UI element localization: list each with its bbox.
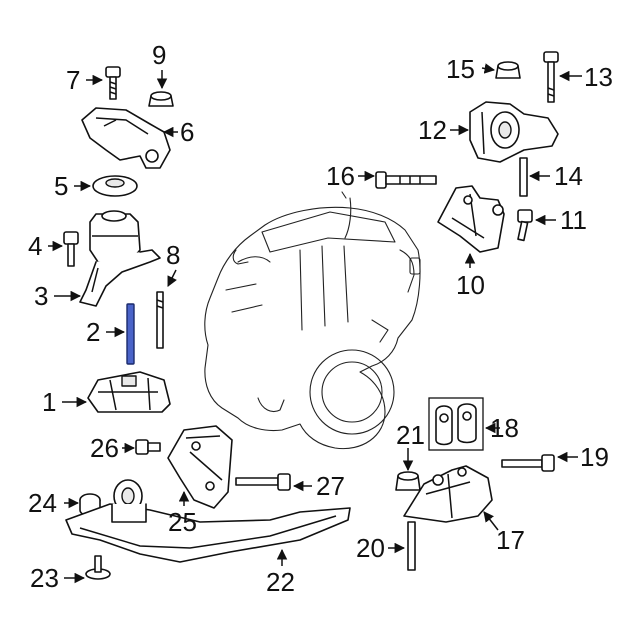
callout-20: 20 (356, 533, 385, 563)
part-10-bracket (437, 185, 505, 253)
callout-16: 16 (326, 161, 355, 191)
callout-21: 21 (396, 420, 425, 450)
callout-1: 1 (42, 387, 56, 417)
part-15-nut (495, 61, 521, 79)
part-8-stud (156, 291, 164, 349)
part-9-nut (148, 91, 174, 107)
callout-26: 26 (90, 433, 119, 463)
callout-18: 18 (490, 413, 519, 443)
part-2-stud-highlighted (126, 303, 135, 365)
callout-8: 8 (166, 240, 180, 270)
part-3-mount (79, 210, 161, 307)
callout-2: 2 (86, 317, 100, 347)
callout-5: 5 (54, 171, 68, 201)
part-14-stud (519, 157, 528, 197)
part-4-bolt (63, 231, 79, 267)
callout-10: 10 (456, 270, 485, 300)
part-22-crossmember (65, 479, 351, 563)
part-13-bolt (543, 51, 559, 103)
callout-14: 14 (554, 161, 583, 191)
callout-labels: 7 9 6 5 8 4 3 2 1 15 13 12 14 16 11 10 2… (28, 40, 613, 597)
leader-arrows (48, 63, 582, 584)
callout-25: 25 (168, 507, 197, 537)
part-7-bolt (105, 66, 121, 100)
part-26-bolt (135, 439, 161, 455)
part-18-shims (428, 397, 484, 451)
part-5-pad (92, 175, 138, 197)
callout-7: 7 (66, 65, 80, 95)
callout-19: 19 (580, 442, 609, 472)
part-21-nut (395, 471, 421, 491)
part-17-bracket (403, 465, 493, 523)
callout-9: 9 (152, 40, 166, 70)
part-25-bracket (167, 425, 233, 509)
callout-27: 27 (316, 471, 345, 501)
callout-22: 22 (266, 567, 295, 597)
callout-12: 12 (418, 115, 447, 145)
part-19-bolt (501, 454, 555, 472)
callout-17: 17 (496, 525, 525, 555)
callout-23: 23 (30, 563, 59, 593)
callout-4: 4 (28, 231, 42, 261)
part-12-mount (469, 101, 559, 163)
engine-assembly-outline (204, 191, 421, 450)
part-6-bracket (81, 107, 171, 169)
part-23-bolt (85, 555, 111, 580)
part-11-bolt (517, 209, 533, 242)
part-20-stud (407, 521, 416, 571)
part-27-bolt (235, 473, 291, 491)
callout-15: 15 (446, 54, 475, 84)
part-1-mount-base (87, 371, 171, 413)
callout-11: 11 (560, 205, 587, 235)
part-16-bolt (375, 171, 437, 189)
callout-6: 6 (180, 117, 194, 147)
callout-24: 24 (28, 488, 57, 518)
callout-3: 3 (34, 281, 48, 311)
callout-13: 13 (584, 62, 613, 92)
